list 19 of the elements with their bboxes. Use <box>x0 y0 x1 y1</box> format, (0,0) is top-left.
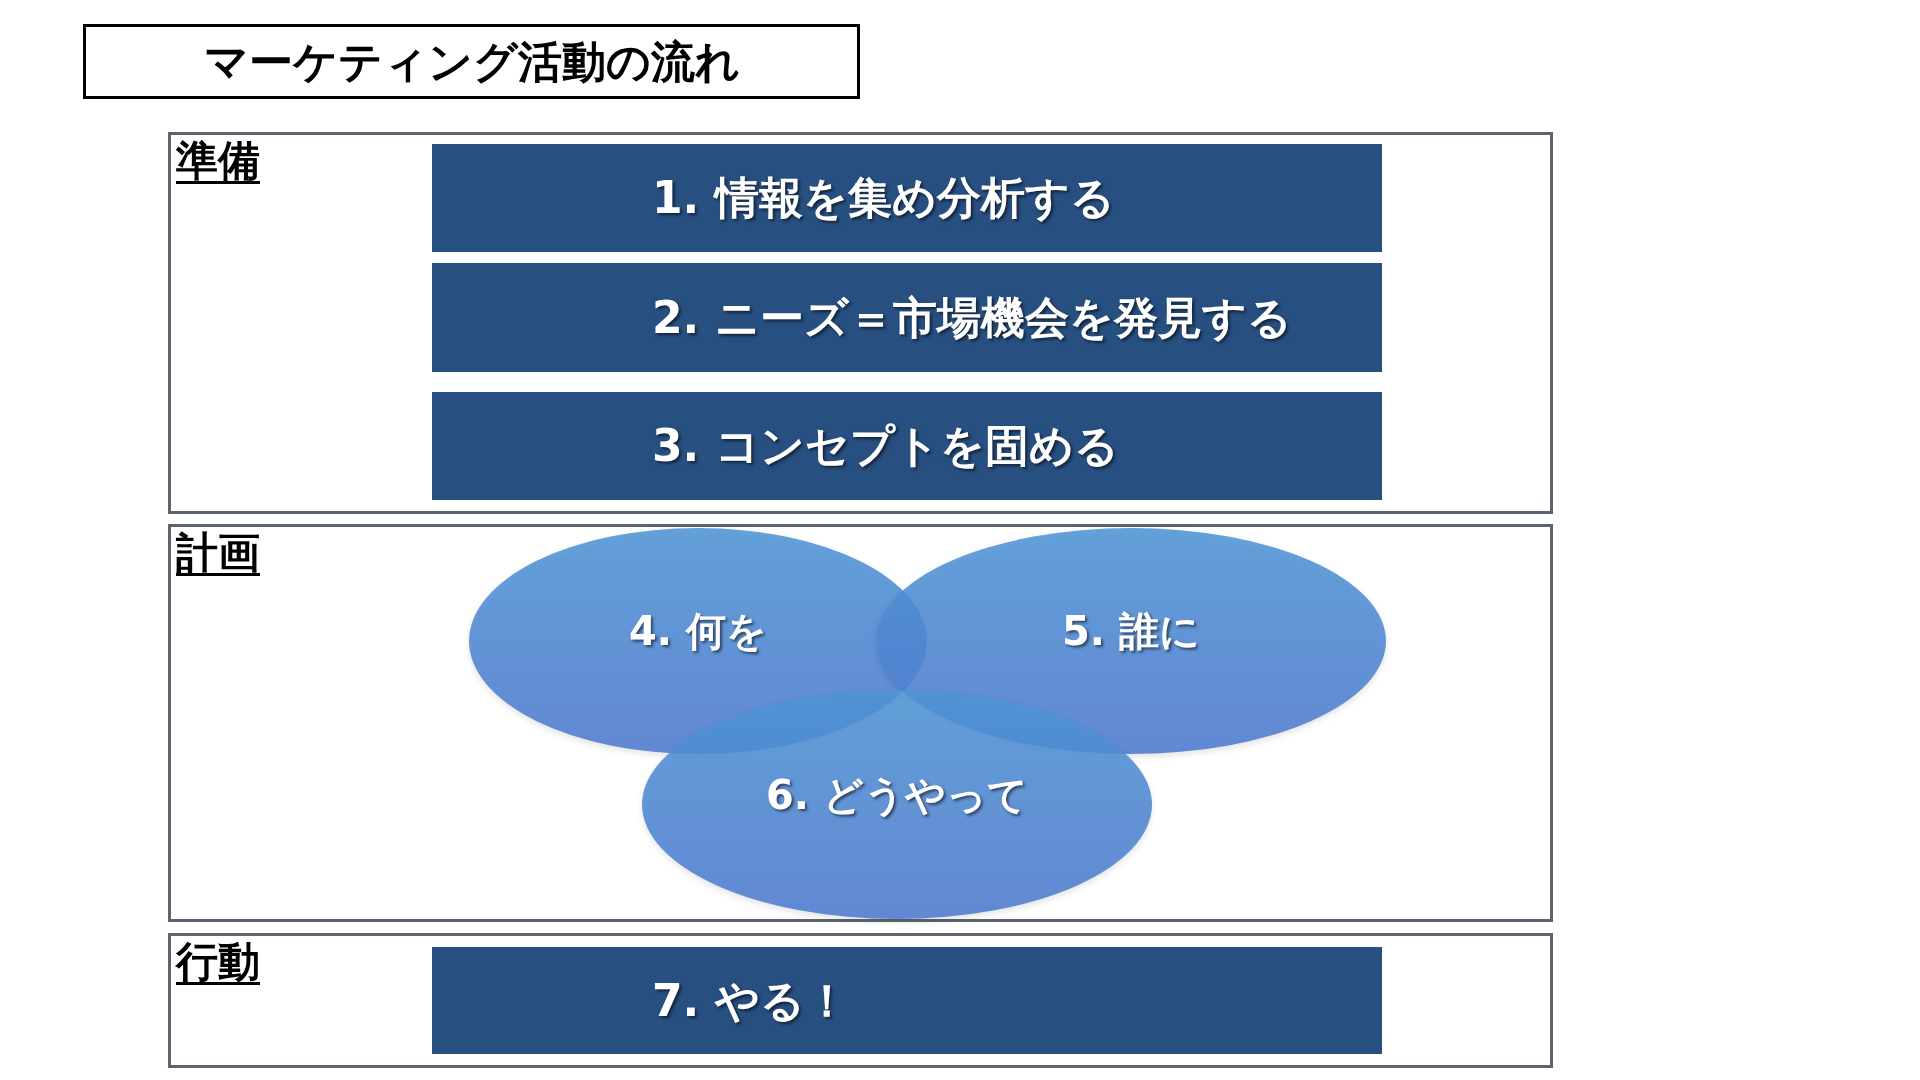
step-bar <box>432 144 1382 252</box>
title-banner: マーケティング活動の流れ <box>83 24 860 99</box>
section-panel <box>168 524 1553 922</box>
venn-ellipse <box>642 690 1152 919</box>
section-panel <box>168 933 1553 1068</box>
section-heading: 行動 <box>176 936 260 988</box>
step-bar <box>432 947 1382 1054</box>
step-label: 7. やる！ <box>652 973 849 1028</box>
step-label: 1. 情報を集め分析する <box>652 171 1115 225</box>
ellipse-label: 6. どうやって <box>766 770 1028 820</box>
step-label: 2. ニーズ＝市場機会を発見する <box>652 290 1292 345</box>
step-bar <box>432 392 1382 500</box>
section-heading: 計画 <box>176 527 260 579</box>
step-label: 3. コンセプトを固める <box>652 419 1119 473</box>
section-panel <box>168 132 1553 514</box>
section-heading: 準備 <box>176 135 260 187</box>
ellipse-label: 5. 誰に <box>1062 607 1200 656</box>
ellipse-label: 4. 何を <box>629 607 767 656</box>
step-bar <box>432 263 1382 372</box>
